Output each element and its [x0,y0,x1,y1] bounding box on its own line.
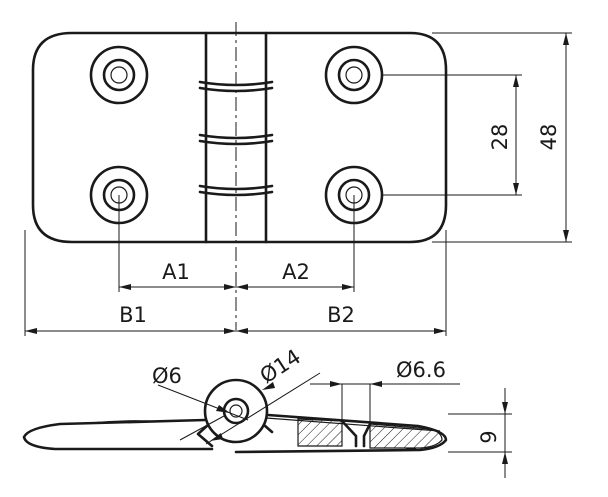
dimension-dia-6-6 [310,381,460,424]
label-28: 28 [488,124,512,151]
dimension-9 [448,388,512,478]
label-9: 9 [477,430,501,443]
leader-dia-14 [205,372,321,445]
dimension-28 [383,74,522,196]
hinge-top-view: A1 A2 B1 B2 28 48 [24,22,572,336]
leader-dia-6 [157,384,249,441]
label-b2: B2 [327,303,355,327]
label-dia-14: Ø14 [256,345,305,389]
hinge-side-view: Ø6 Ø14 Ø6.6 9 [22,345,512,478]
dimension-b1-b2 [25,328,446,334]
label-48: 48 [537,124,561,151]
label-b1: B1 [119,303,147,327]
hinge-left-leaf [22,418,214,451]
hinge-plate-outline [31,31,448,244]
hinge-barrel [196,378,274,448]
label-dia-6: Ø6 [152,364,182,388]
label-a1: A1 [162,260,190,284]
dimension-48 [432,32,572,243]
mounting-hole-top-right [324,45,384,105]
label-dia-6-6: Ø6.6 [396,358,446,382]
label-a2: A2 [282,260,310,284]
dimension-a1-a2 [119,284,354,290]
mounting-hole-top-left [89,45,149,105]
section-hatching [297,418,443,449]
